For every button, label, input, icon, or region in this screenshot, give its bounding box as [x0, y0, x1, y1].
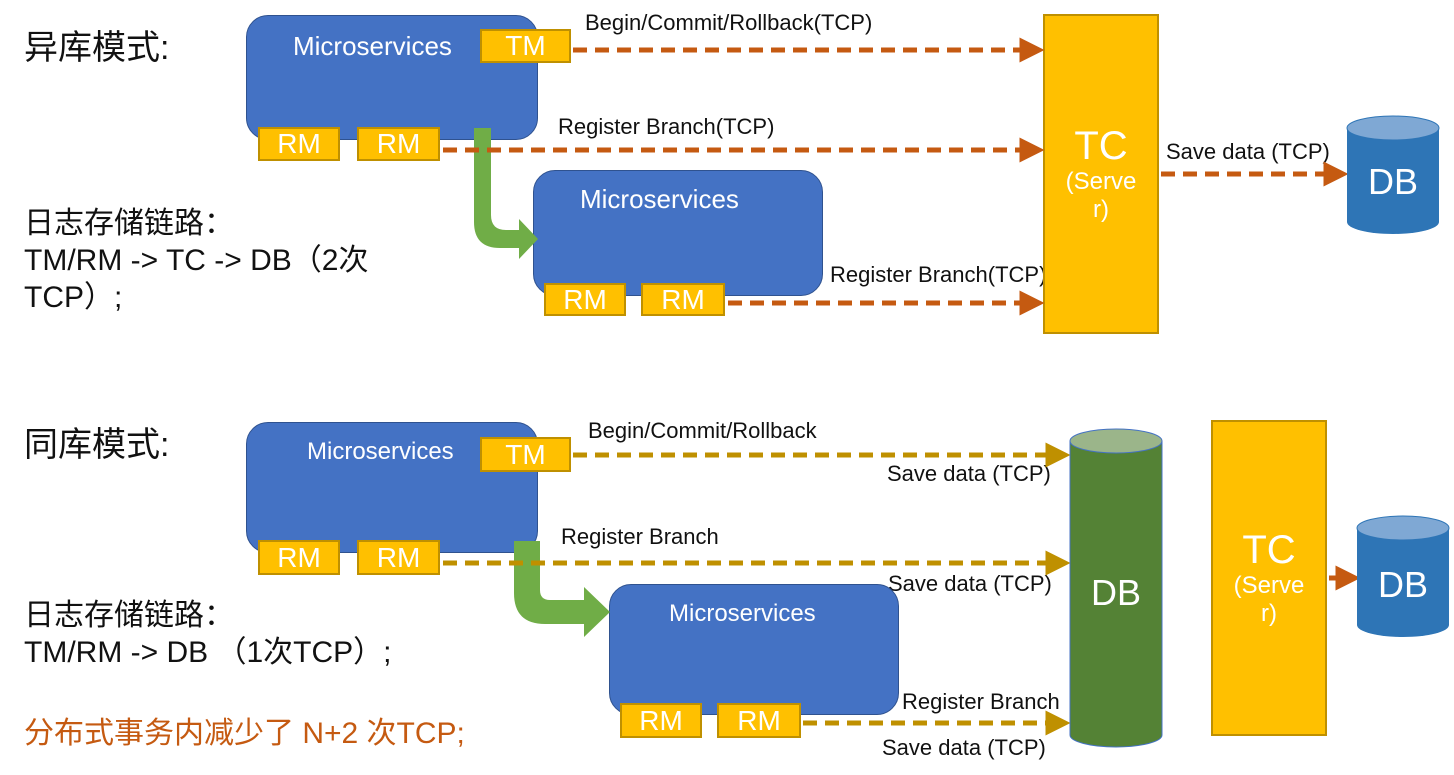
bottom-heading: 同库模式: — [24, 426, 170, 464]
bottom-ms2-rm-tag-2: RM — [717, 703, 801, 738]
bottom-note: 日志存储链路： TM/RM -> DB （1次TCP）; — [24, 597, 392, 671]
top-microservice-2 — [533, 170, 823, 296]
bottom-tc-sub1: (Serve — [1233, 572, 1305, 599]
bottom-label-register-2: Register Branch — [902, 689, 1060, 714]
top-tc-title: TC — [1074, 124, 1128, 168]
bottom-tc-server: TC (Serve r) — [1211, 420, 1327, 736]
top-tc-sub1: (Serve — [1065, 168, 1137, 195]
top-microservice-1-label: Microservices — [293, 31, 452, 61]
bottom-microservice-2 — [609, 584, 899, 715]
top-tc-sub2: r) — [1093, 196, 1109, 223]
bottom-tc-sub2: r) — [1261, 600, 1277, 627]
bottom-microservice-2-label: Microservices — [669, 600, 816, 627]
bottom-label-begin-save: Save data (TCP) — [887, 461, 1051, 486]
top-rm-tag-1: RM — [258, 127, 340, 161]
bottom-tm-tag: TM — [480, 437, 571, 472]
top-heading: 异库模式: — [24, 29, 170, 67]
bottom-db-label: DB — [1378, 564, 1428, 605]
top-note-line3: TCP）; — [24, 281, 123, 314]
bottom-main-db-cylinder: DB — [1069, 428, 1163, 748]
bottom-label-register-1-save: Save data (TCP) — [888, 571, 1052, 596]
bottom-microservice-1-label: Microservices — [307, 438, 454, 465]
bottom-note-line1: 日志存储链路： — [24, 599, 234, 632]
top-label-register-2: Register Branch(TCP) — [830, 262, 1047, 287]
bottom-highlight-note: 分布式事务内减少了 N+2 次TCP; — [24, 717, 465, 750]
bottom-rm-tag-2: RM — [357, 540, 440, 575]
top-microservice-2-label: Microservices — [580, 184, 739, 214]
bottom-label-register-2-save: Save data (TCP) — [882, 735, 1046, 760]
bottom-tc-title: TC — [1242, 528, 1296, 572]
bottom-label-begin-commit: Begin/Commit/Rollback — [588, 418, 817, 443]
bottom-db-cylinder: DB — [1356, 515, 1450, 637]
bottom-label-register-1: Register Branch — [561, 524, 719, 549]
bottom-rm-tag-1: RM — [258, 540, 340, 575]
bottom-note-line2: TM/RM -> DB （1次TCP）; — [24, 636, 392, 669]
top-rm-tag-2: RM — [357, 127, 440, 161]
top-ms2-rm-tag-1: RM — [544, 283, 626, 316]
top-label-save-data: Save data (TCP) — [1166, 139, 1330, 164]
top-note-line1: 日志存储链路： — [24, 207, 234, 240]
top-label-register-1: Register Branch(TCP) — [558, 114, 775, 139]
top-tm-tag: TM — [480, 29, 571, 63]
top-label-begin-commit: Begin/Commit/Rollback(TCP) — [585, 10, 873, 35]
bottom-main-db-label: DB — [1091, 572, 1141, 613]
top-db-label: DB — [1368, 161, 1418, 202]
bottom-green-flow-arrow — [514, 541, 610, 637]
top-db-cylinder: DB — [1346, 115, 1440, 234]
bottom-ms2-rm-tag-1: RM — [620, 703, 702, 738]
top-ms2-rm-tag-2: RM — [641, 283, 725, 316]
top-tc-server: TC (Serve r) — [1043, 14, 1159, 334]
top-note: 日志存储链路： TM/RM -> TC -> DB（2次 TCP）; — [24, 205, 368, 316]
top-note-line2: TM/RM -> TC -> DB（2次 — [24, 244, 369, 277]
top-green-flow-arrow — [474, 128, 538, 259]
